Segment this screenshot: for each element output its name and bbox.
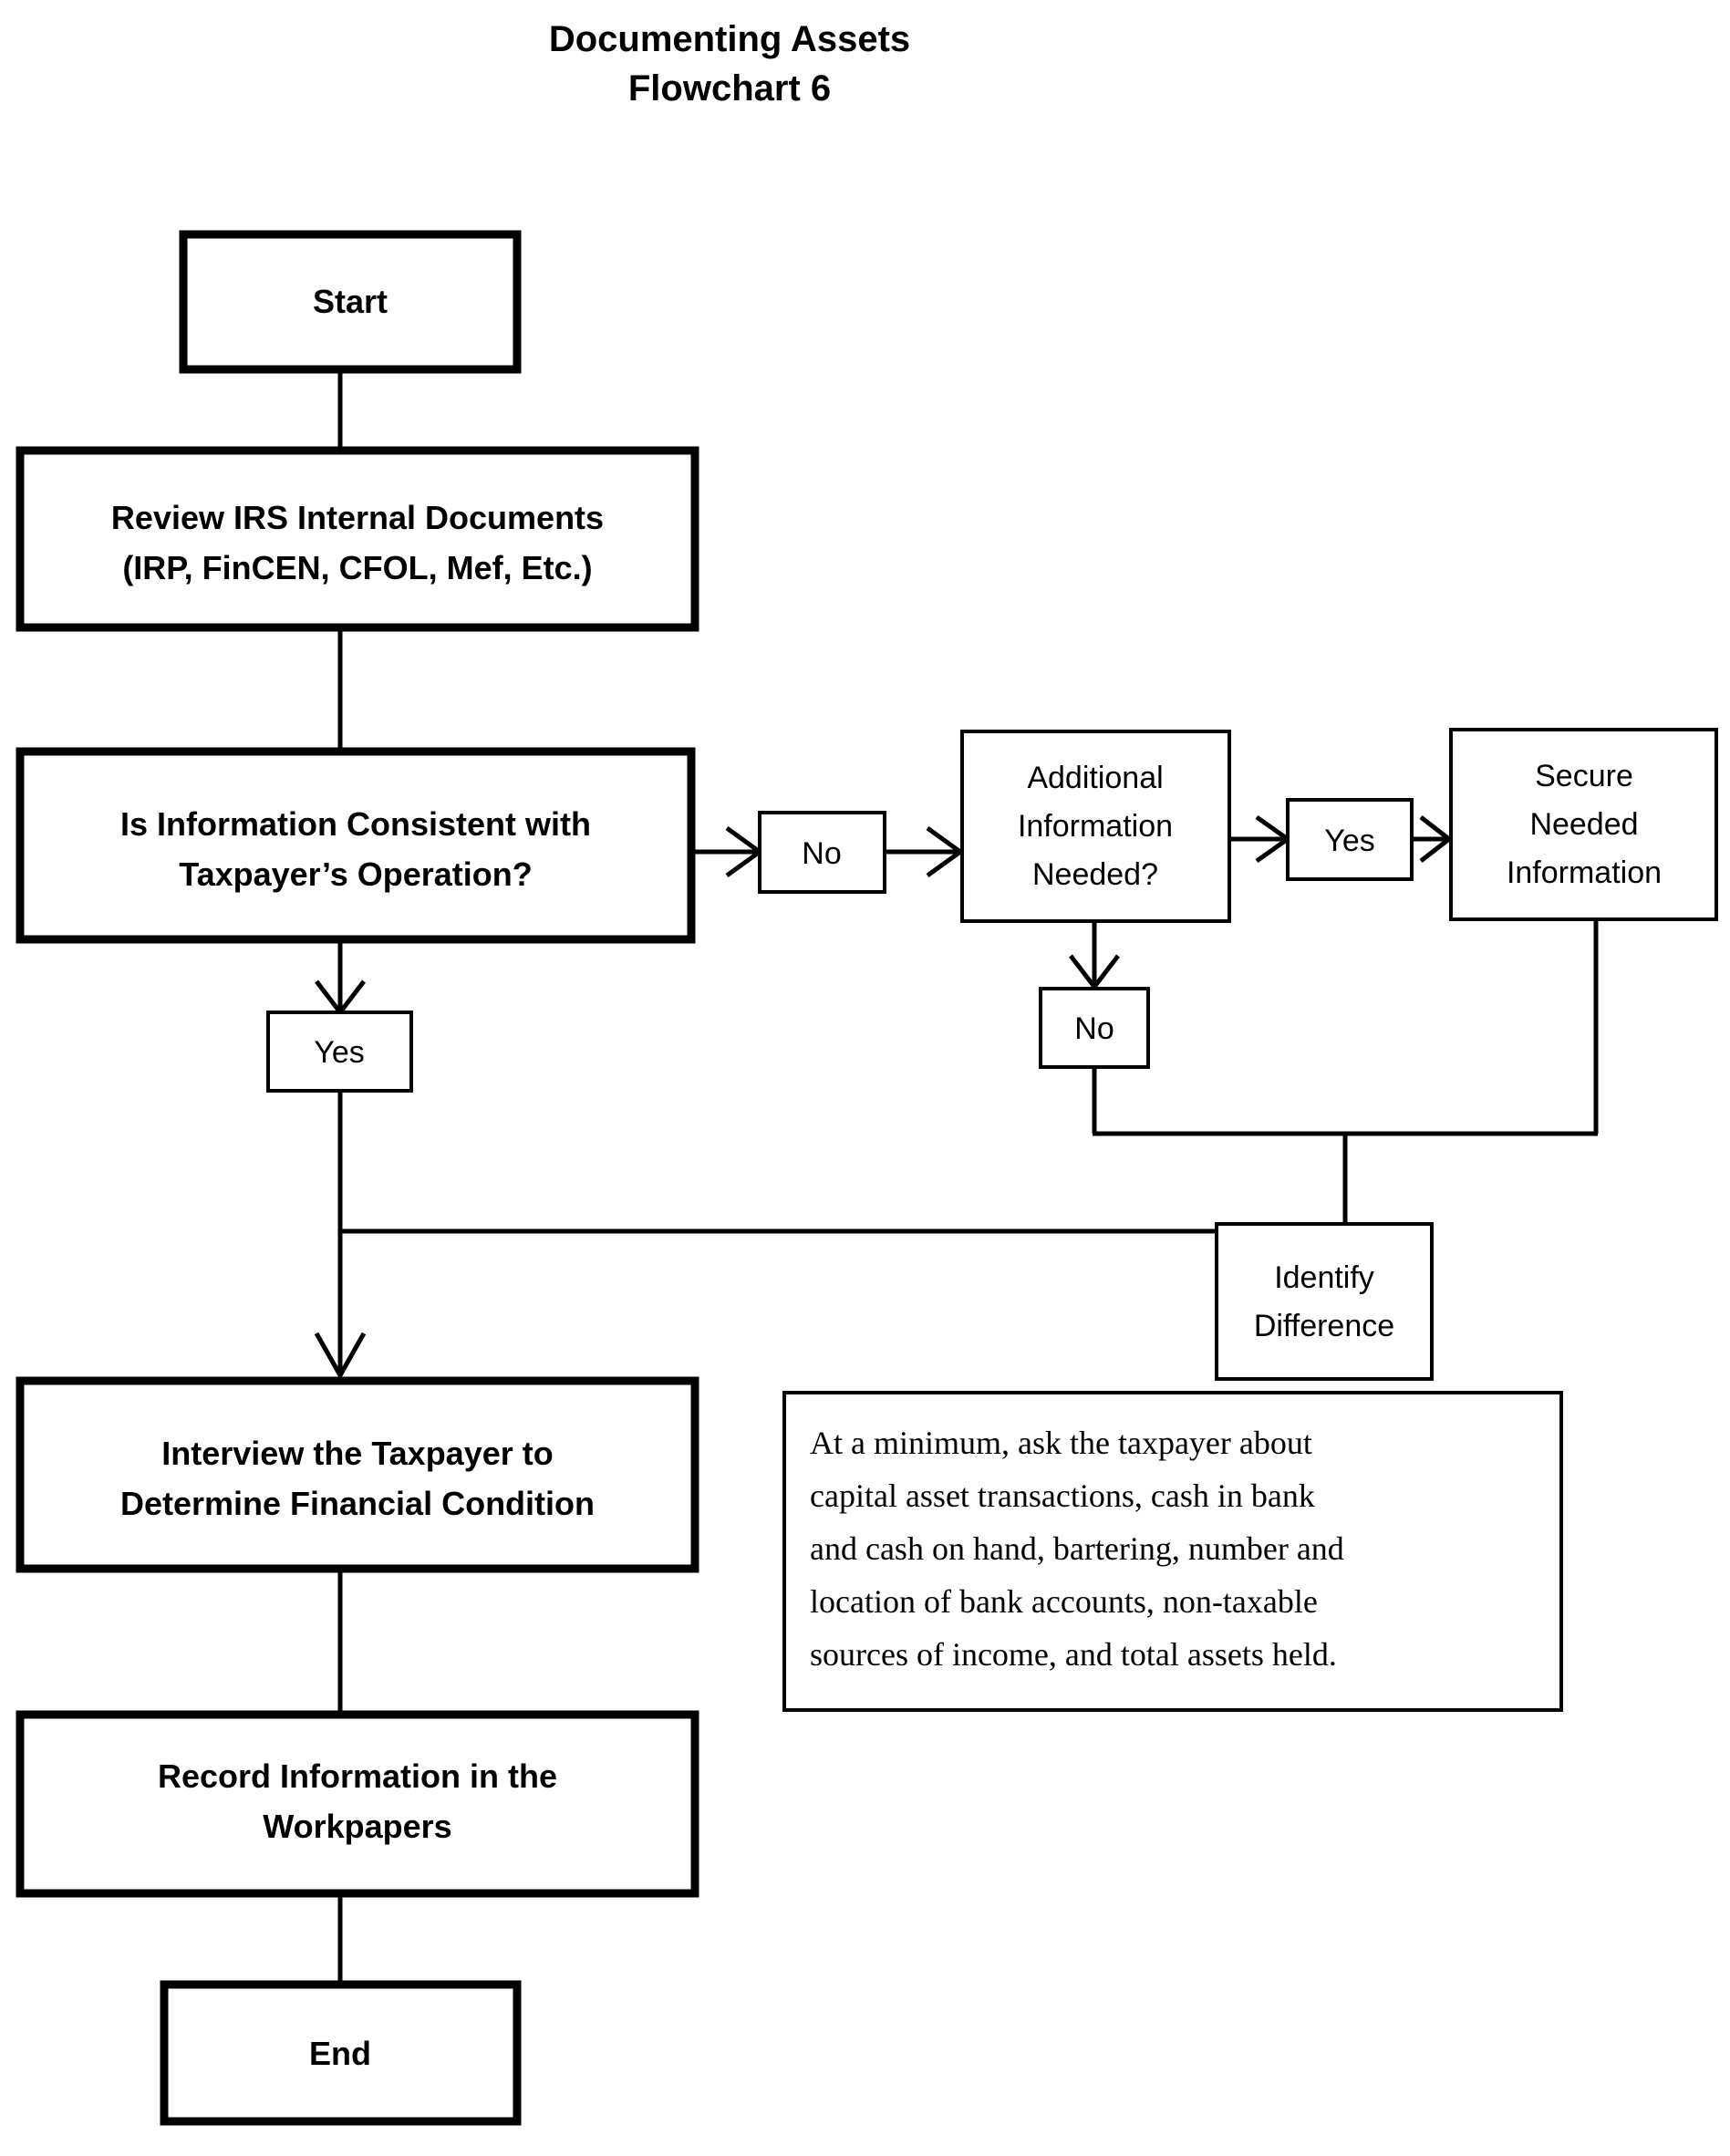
note-line-5: sources of income, and total assets held… bbox=[810, 1636, 1337, 1673]
edge-label-additional-no[interactable]: No bbox=[1039, 987, 1150, 1069]
note-box-outline bbox=[782, 1391, 1563, 1712]
node-review-irs-documents[interactable]: Review IRS Internal Documents (IRP, FinC… bbox=[16, 446, 699, 632]
edge-label-consistent-no-box[interactable] bbox=[758, 811, 886, 894]
note-line-3: and cash on hand, bartering, number and bbox=[810, 1530, 1344, 1567]
chart-title-line-2: Flowchart 6 bbox=[628, 68, 831, 109]
node-record-label-line-1: Record Information in the bbox=[158, 1757, 557, 1795]
node-review-box[interactable] bbox=[16, 446, 699, 632]
note-line-1: At a minimum, ask the taxpayer about bbox=[810, 1425, 1312, 1461]
node-identify-label-line-2: Difference bbox=[1254, 1309, 1394, 1343]
node-record-information[interactable]: Record Information in the Workpapers bbox=[16, 1710, 699, 1898]
edge-label-additional-yes-text: Yes bbox=[1324, 824, 1374, 858]
node-interview-taxpayer[interactable]: Interview the Taxpayer to Determine Fina… bbox=[16, 1376, 699, 1573]
node-secure-needed-information[interactable]: Secure Needed Information bbox=[1449, 728, 1718, 921]
node-secure-label-line-3: Information bbox=[1507, 855, 1662, 890]
node-start-box[interactable] bbox=[179, 230, 522, 374]
node-interview-label-line-2: Determine Financial Condition bbox=[120, 1485, 595, 1522]
arrowhead-yes-to-interview bbox=[314, 1332, 367, 1381]
note-line-4: location of bank accounts, non-taxable bbox=[810, 1583, 1318, 1620]
node-interview-box[interactable] bbox=[16, 1376, 699, 1573]
edge-label-consistent-yes-box[interactable] bbox=[266, 1011, 413, 1093]
note-line-2: capital asset transactions, cash in bank bbox=[810, 1477, 1315, 1514]
node-start[interactable]: Start bbox=[179, 230, 522, 374]
chart-title-line-1: Documenting Assets bbox=[549, 19, 910, 59]
node-additional-box[interactable] bbox=[960, 730, 1231, 923]
node-identify-difference[interactable]: Identify Difference bbox=[1215, 1222, 1434, 1381]
node-record-label-line-2: Workpapers bbox=[263, 1808, 451, 1845]
edge-label-consistent-yes[interactable]: Yes bbox=[266, 1011, 413, 1093]
edge-label-consistent-yes-text: Yes bbox=[314, 1035, 364, 1070]
node-additional-information-needed[interactable]: Additional Information Needed? bbox=[960, 730, 1231, 923]
node-decision-label-line-2: Taxpayer’s Operation? bbox=[179, 855, 532, 893]
edge-label-additional-yes[interactable]: Yes bbox=[1286, 798, 1414, 881]
node-review-label-line-1: Review IRS Internal Documents bbox=[111, 499, 604, 536]
node-decision-label-line-1: Is Information Consistent with bbox=[120, 805, 591, 843]
node-end[interactable]: End bbox=[160, 1980, 522, 2126]
note-minimum-questions: At a minimum, ask the taxpayer about cap… bbox=[782, 1391, 1563, 1712]
edge-label-consistent-no[interactable]: No bbox=[758, 811, 886, 894]
node-start-label: Start bbox=[313, 283, 388, 320]
node-secure-label-line-2: Needed bbox=[1529, 807, 1638, 842]
node-additional-label-line-1: Additional bbox=[1027, 761, 1163, 795]
node-record-box[interactable] bbox=[16, 1710, 699, 1898]
node-decision-box[interactable] bbox=[16, 747, 696, 944]
edge-label-additional-no-box[interactable] bbox=[1039, 987, 1150, 1069]
edge-label-additional-yes-box[interactable] bbox=[1286, 798, 1414, 881]
node-additional-label-line-2: Information bbox=[1018, 809, 1173, 844]
node-interview-label-line-1: Interview the Taxpayer to bbox=[161, 1435, 553, 1472]
node-decision-information-consistent[interactable]: Is Information Consistent with Taxpayer’… bbox=[16, 747, 696, 944]
node-end-box[interactable] bbox=[160, 1980, 522, 2126]
node-identify-box[interactable] bbox=[1215, 1222, 1434, 1381]
node-secure-label-line-1: Secure bbox=[1535, 759, 1633, 793]
edge-label-consistent-no-text: No bbox=[802, 836, 841, 871]
node-additional-label-line-3: Needed? bbox=[1032, 857, 1158, 892]
node-end-label: End bbox=[309, 2035, 371, 2072]
node-identify-label-line-1: Identify bbox=[1274, 1260, 1374, 1295]
edge-label-additional-no-text: No bbox=[1074, 1011, 1114, 1046]
node-secure-box[interactable] bbox=[1449, 728, 1718, 921]
node-review-label-line-2: (IRP, FinCEN, CFOL, Mef, Etc.) bbox=[122, 549, 592, 586]
